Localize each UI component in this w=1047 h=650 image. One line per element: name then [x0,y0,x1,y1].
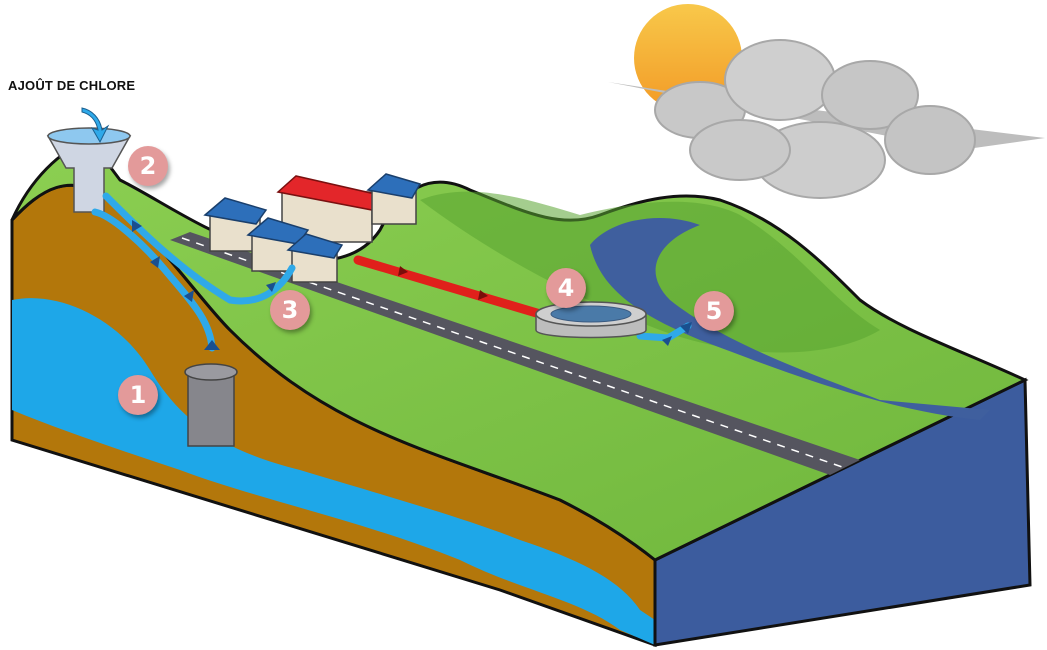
step-marker-label: 1 [129,381,147,409]
step-marker-label: 5 [705,297,723,325]
step-marker-2: 2 [128,146,168,186]
flow-arrows [132,220,692,350]
groundwater [12,298,655,645]
houses [203,173,422,283]
chlorine-label: AJOÛT DE CHLORE [8,78,136,93]
cloud [608,39,1045,199]
step-marker-4: 4 [546,268,586,308]
step-marker-5: 5 [694,291,734,331]
chlorine-tank [46,127,132,213]
step-marker-label: 4 [557,274,575,302]
chlorine-arrow [81,107,110,144]
river [590,217,990,420]
step-marker-label: 3 [281,296,299,324]
road [170,232,860,475]
waste-pipe [353,255,545,319]
well [184,363,238,447]
treatment-plant [535,301,647,339]
step-marker-1: 1 [118,375,158,415]
step-marker-3: 3 [270,290,310,330]
step-marker-label: 2 [139,152,157,180]
